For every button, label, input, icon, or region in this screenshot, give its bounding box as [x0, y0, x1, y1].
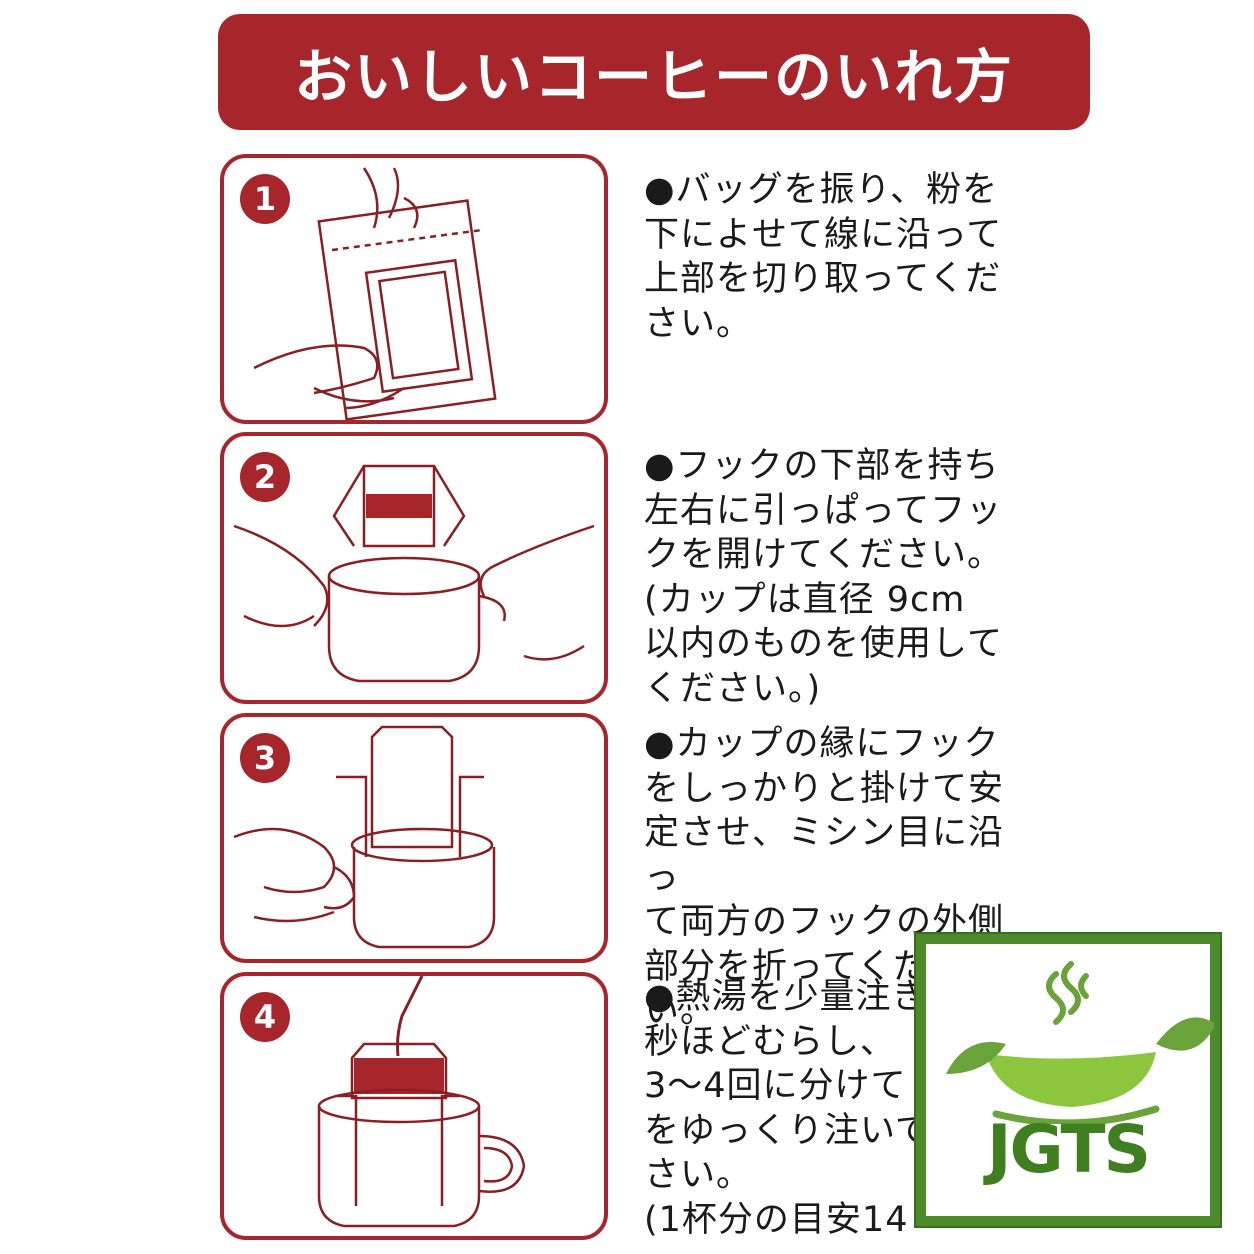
step-3-instructions: ●カップの縁にフック をしっかりと掛けて安 定させ、ミシン目に沿っ て両方のフッ…	[644, 724, 1005, 1031]
step-4-line: ●熱湯を少量注き	[644, 977, 924, 1017]
jgts-badge: JGTS	[914, 932, 1222, 1228]
step-4-instructions: ●熱湯を少量注き 秒ほどむらし、 3〜4回に分けて をゆっくり注いで さい。 (…	[644, 975, 924, 1242]
step-3-number: 3	[240, 733, 290, 783]
pour-water-illustration	[317, 976, 526, 1228]
tea-cup-logo-icon	[946, 961, 1214, 1124]
step-2-number: 2	[240, 452, 290, 502]
step-1-illustration: 1	[220, 154, 608, 424]
step-2-illustration: 2	[220, 432, 608, 704]
step-4-line: さい。	[644, 1155, 753, 1195]
jgts-logo-text: JGTS	[986, 1111, 1151, 1188]
cut-bag-illustration	[253, 167, 497, 420]
page-title: おいしいコーヒーのいれ方	[293, 43, 1014, 111]
header-banner: おいしいコーヒーのいれ方	[218, 14, 1090, 130]
hang-on-cup-illustration	[233, 725, 496, 949]
step-1-number: 1	[240, 174, 290, 224]
step-4-line: 3〜4回に分けて	[644, 1066, 907, 1106]
step-4-line: をゆっくり注いで	[644, 1110, 924, 1151]
step-4-line: (1杯分の目安14	[644, 1199, 909, 1240]
step-1-instructions: ●バッグを振り、粉を 下によせて線に沿って 上部を切り取ってくだ さい。	[644, 170, 1003, 344]
step-4-illustration: 4	[220, 972, 608, 1240]
open-hooks-illustration	[233, 464, 595, 683]
step-3-illustration: 3	[220, 713, 608, 963]
step-2-instructions: ●フックの下部を持ち 左右に引っぱってフッ クを開けてください。 (カップは直径…	[644, 446, 1003, 709]
step-4-line: 秒ほどむらし、	[644, 1021, 897, 1062]
step-4-number: 4	[240, 992, 290, 1042]
